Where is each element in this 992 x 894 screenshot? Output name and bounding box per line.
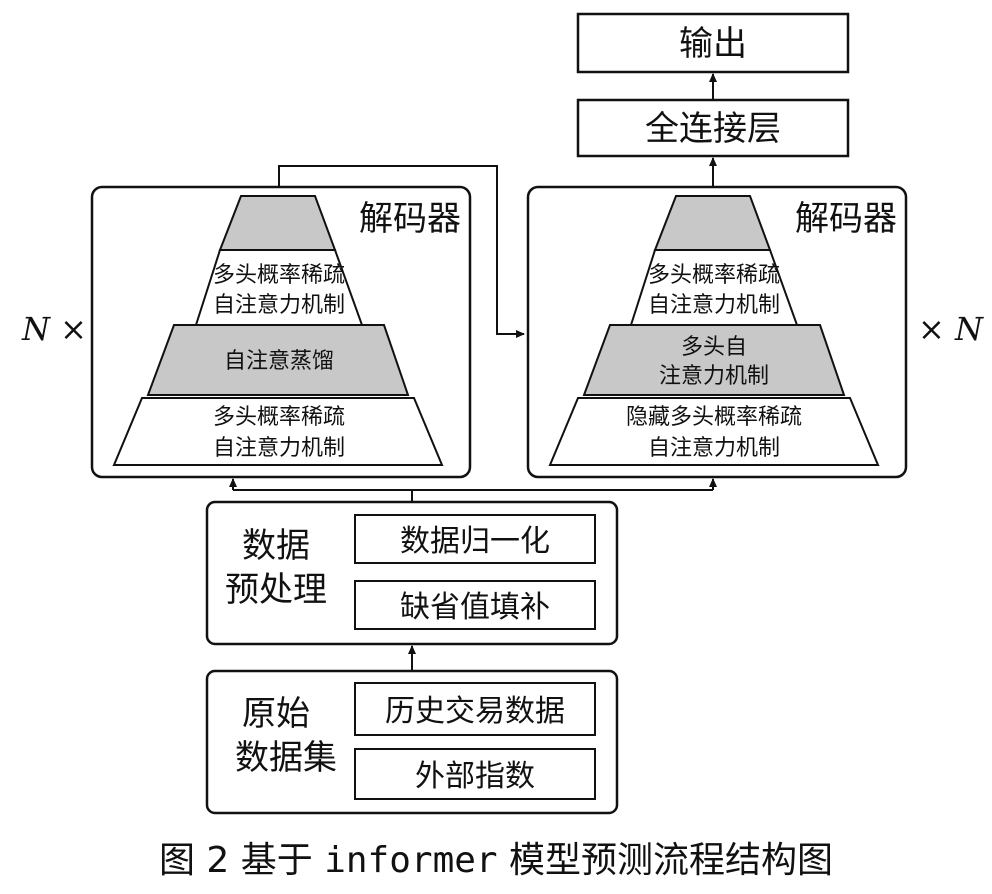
left-layer-3-line1: 多头概率稀疏 bbox=[213, 405, 345, 430]
output-node: 输出 bbox=[576, 12, 850, 74]
left-layer-2 bbox=[146, 324, 410, 396]
left-layer-3-line2: 自注意力机制 bbox=[213, 436, 345, 461]
right-layer-2 bbox=[582, 324, 846, 396]
right-repeat-label: × N bbox=[918, 310, 984, 348]
right-layer-3-line2: 自注意力机制 bbox=[648, 436, 780, 461]
right-decoder-block: 解码器 多头概率稀疏 自注意力机制 多头自 注意力机制 隐藏多头概率稀疏 自注意… bbox=[526, 185, 908, 479]
output-label: 输出 bbox=[679, 24, 747, 64]
raw-data-title-line2: 数据集 bbox=[235, 738, 337, 778]
raw-data-item-history: 历史交易数据 bbox=[385, 694, 565, 729]
preprocess-item-normalize: 数据归一化 bbox=[400, 524, 550, 559]
caption-prefix: 图 2 基于 bbox=[159, 840, 324, 881]
right-layer-2-line2: 注意力机制 bbox=[659, 364, 769, 389]
raw-data-node: 原始 数据集 历史交易数据 外部指数 bbox=[205, 669, 619, 815]
preprocess-item-impute: 缺省值填补 bbox=[400, 590, 550, 625]
right-layer-3 bbox=[548, 397, 880, 466]
caption-model-name: informer bbox=[324, 840, 497, 881]
preprocess-title-line1: 数据 bbox=[242, 526, 310, 566]
left-top-cap bbox=[218, 195, 337, 251]
preprocess-title-line2: 预处理 bbox=[225, 570, 327, 610]
right-layer-1-line2: 自注意力机制 bbox=[648, 293, 780, 318]
caption-suffix: 模型预测流程结构图 bbox=[498, 840, 833, 881]
arrow-preprocess-split bbox=[233, 489, 413, 502]
right-block-title: 解码器 bbox=[795, 199, 897, 239]
left-block-title: 解码器 bbox=[359, 199, 461, 239]
right-layer-3-line1: 隐藏多头概率稀疏 bbox=[626, 405, 802, 430]
left-repeat-label: N × bbox=[21, 310, 87, 348]
left-layer-1-line1: 多头概率稀疏 bbox=[213, 263, 345, 288]
right-top-cap bbox=[653, 195, 772, 251]
right-layer-2-line1: 多头自 bbox=[681, 335, 747, 360]
left-layer-2-line1: 自注意蒸馏 bbox=[224, 349, 334, 374]
preprocess-node: 数据 预处理 数据归一化 缺省值填补 bbox=[205, 500, 619, 646]
fc-layer-label: 全连接层 bbox=[645, 109, 781, 149]
fc-layer-node: 全连接层 bbox=[576, 98, 850, 158]
arrow-left-to-right-block bbox=[278, 165, 525, 338]
raw-data-title-line1: 原始 bbox=[242, 694, 310, 734]
raw-data-item-external: 外部指数 bbox=[415, 759, 535, 794]
left-layer-1-line2: 自注意力机制 bbox=[213, 293, 345, 318]
figure-caption: 图 2 基于 informer 模型预测流程结构图 bbox=[159, 840, 833, 881]
right-layer-1-line1: 多头概率稀疏 bbox=[648, 263, 780, 288]
left-layer-3 bbox=[112, 397, 444, 466]
left-decoder-block: 解码器 多头概率稀疏 自注意力机制 自注意蒸馏 多头概率稀疏 自注意力机制 bbox=[90, 185, 472, 479]
